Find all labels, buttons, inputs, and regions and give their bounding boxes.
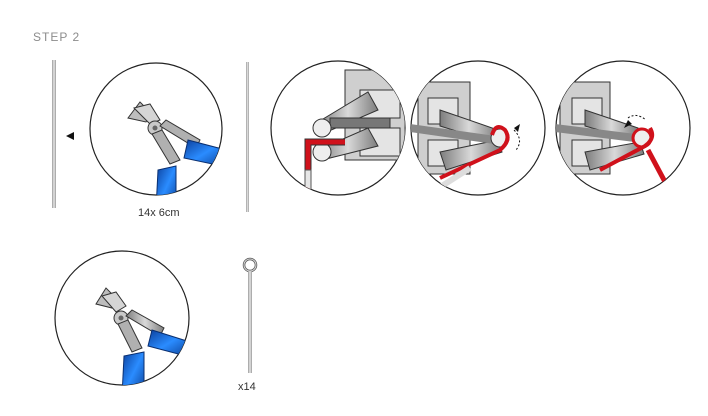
- eye-pin-icon: [242, 257, 258, 373]
- round-nose-pliers-icon: [304, 69, 405, 195]
- wire-cutter-detail-2: [54, 250, 190, 386]
- cut-length-caption: 14x 6cm: [138, 207, 180, 219]
- bending-step-2: [410, 60, 546, 196]
- arrow-left-icon: [66, 132, 74, 140]
- wire-cutter-icon: [127, 101, 222, 195]
- bending-step-1: [270, 60, 406, 196]
- step-title: STEP 2: [33, 30, 81, 44]
- divider: [246, 62, 249, 212]
- wire-rod: [52, 60, 56, 208]
- wire-cutter-icon: [95, 287, 189, 385]
- pin-count-caption: x14: [238, 381, 256, 393]
- bending-step-3: [555, 60, 691, 196]
- wire-cutter-detail: [89, 62, 223, 196]
